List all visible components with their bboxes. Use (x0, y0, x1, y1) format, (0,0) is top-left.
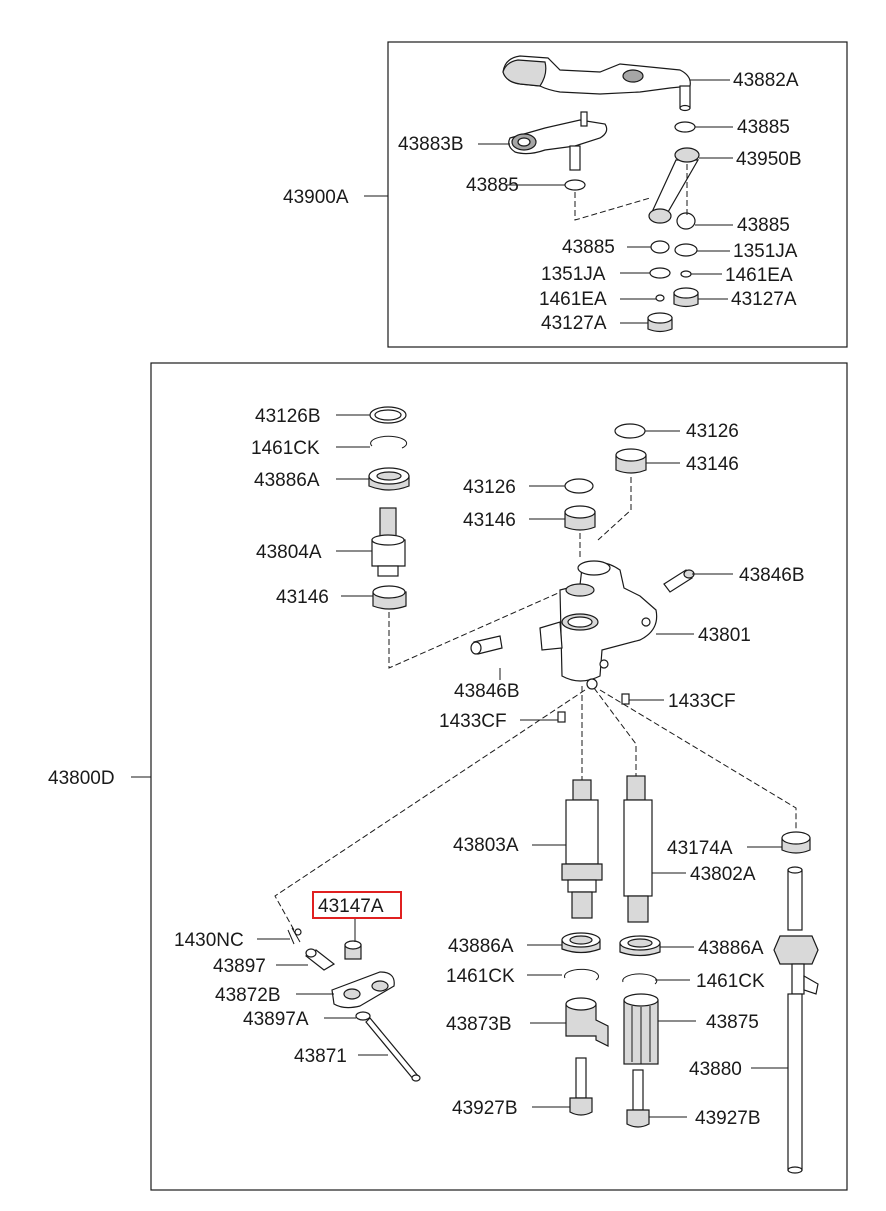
part-1430NC-cotter[interactable] (287, 927, 302, 945)
label-43800D[interactable]: 43800D (48, 768, 115, 789)
part-43802A-shaft[interactable] (623, 775, 653, 923)
label-43126-center[interactable]: 43126 (463, 477, 516, 498)
label-43880[interactable]: 43880 (689, 1059, 742, 1080)
label-43886A-top[interactable]: 43886A (254, 470, 320, 491)
label-43871[interactable]: 43871 (294, 1046, 347, 1067)
part-1461CK-circlip-left[interactable] (564, 968, 599, 981)
label-43885-d[interactable]: 43885 (562, 237, 615, 258)
part-43897A-washer[interactable] (355, 1011, 371, 1021)
label-43147A[interactable]: 43147A (318, 896, 384, 917)
part-washers-top[interactable] (564, 121, 698, 302)
label-1351JA-left[interactable]: 1351JA (541, 264, 606, 285)
part-43126-ring-center[interactable] (564, 478, 594, 494)
part-43846B-pin-left[interactable] (470, 635, 503, 655)
part-43883B-lever[interactable] (508, 111, 608, 171)
part-43886A-seal-top[interactable] (368, 467, 410, 491)
label-43950B[interactable]: 43950B (736, 149, 802, 170)
label-1461CK-top[interactable]: 1461CK (251, 438, 320, 459)
label-43846B-right[interactable]: 43846B (739, 565, 805, 586)
label-43872B[interactable]: 43872B (215, 985, 281, 1006)
label-43897A[interactable]: 43897A (243, 1009, 309, 1030)
label-43885-c[interactable]: 43885 (737, 215, 790, 236)
part-43875-gear[interactable] (623, 993, 659, 1065)
part-43872B-lever[interactable] (331, 971, 395, 1009)
part-43882A-lever[interactable] (502, 55, 691, 112)
part-43146-bearing-right[interactable] (615, 448, 647, 474)
label-43882A[interactable]: 43882A (733, 70, 799, 91)
part-43127A-bushings[interactable] (647, 287, 699, 333)
label-43886A-right[interactable]: 43886A (698, 938, 764, 959)
label-43897[interactable]: 43897 (213, 956, 266, 977)
label-43146-left[interactable]: 43146 (276, 587, 329, 608)
part-43804A-gear-shaft[interactable] (371, 507, 406, 577)
part-43846B-pin-right[interactable] (663, 569, 695, 593)
part-43873B-gear[interactable] (565, 997, 609, 1047)
part-43927B-bolt-left[interactable] (569, 1057, 593, 1116)
label-43875[interactable]: 43875 (706, 1012, 759, 1033)
label-43174A[interactable]: 43174A (667, 838, 733, 859)
part-1461CK-circlip-right[interactable] (622, 973, 658, 985)
label-1461EA-right[interactable]: 1461EA (725, 265, 793, 286)
assembly-frame-top (387, 41, 848, 348)
label-43885-b[interactable]: 43885 (466, 175, 519, 196)
part-43886A-seal-left[interactable] (561, 932, 601, 954)
label-1433CF-left[interactable]: 1433CF (439, 711, 507, 732)
part-43803A-shaft[interactable] (561, 779, 603, 919)
part-43126-ring-right[interactable] (614, 423, 646, 439)
part-43801-housing[interactable] (539, 560, 658, 690)
part-43174A-bearing[interactable] (781, 831, 811, 854)
part-43147A-roller[interactable] (344, 940, 362, 960)
leader-lines (131, 79, 788, 1118)
label-43126B[interactable]: 43126B (255, 406, 321, 427)
label-1430NC[interactable]: 1430NC (174, 930, 244, 951)
label-43803A[interactable]: 43803A (453, 835, 519, 856)
label-43873B[interactable]: 43873B (446, 1014, 512, 1035)
label-43146-center[interactable]: 43146 (463, 510, 516, 531)
label-43900A[interactable]: 43900A (283, 187, 349, 208)
label-1461CK-left[interactable]: 1461CK (446, 966, 515, 987)
part-43886A-seal-right[interactable] (619, 935, 661, 957)
part-43927B-bolt-right[interactable] (626, 1069, 650, 1128)
part-43146-bearing-center[interactable] (564, 505, 596, 531)
label-1461CK-right[interactable]: 1461CK (696, 971, 765, 992)
part-43126B-ring[interactable] (369, 406, 407, 424)
label-43127A-left[interactable]: 43127A (541, 313, 607, 334)
label-43927B-left[interactable]: 43927B (452, 1098, 518, 1119)
part-labels: 43882A 43885 43883B 43950B 43885 43900A … (48, 70, 805, 1129)
label-43846B-left[interactable]: 43846B (454, 681, 520, 702)
part-1461CK-circlip-top[interactable] (370, 435, 408, 449)
label-1433CF-right[interactable]: 1433CF (668, 691, 736, 712)
label-43127A-right[interactable]: 43127A (731, 289, 797, 310)
label-43146-right[interactable]: 43146 (686, 454, 739, 475)
label-43801[interactable]: 43801 (698, 625, 751, 646)
label-43927B-right[interactable]: 43927B (695, 1108, 761, 1129)
part-43871-pin[interactable] (365, 1017, 421, 1082)
part-43950B-link[interactable] (648, 147, 700, 224)
label-43886A-left[interactable]: 43886A (448, 936, 514, 957)
label-43885-a[interactable]: 43885 (737, 117, 790, 138)
label-1351JA-right[interactable]: 1351JA (733, 241, 798, 262)
label-1461EA-left[interactable]: 1461EA (539, 289, 607, 310)
part-43880-shift-rod[interactable] (773, 866, 819, 1174)
highlight-box-43147A (312, 891, 402, 919)
label-43883B[interactable]: 43883B (398, 134, 464, 155)
label-43802A[interactable]: 43802A (690, 864, 756, 885)
label-43804A[interactable]: 43804A (256, 542, 322, 563)
part-43146-bearing-left[interactable] (372, 585, 407, 610)
part-43897-pin[interactable] (304, 948, 336, 971)
part-1433CF-plugs[interactable] (557, 693, 630, 723)
label-43126-right[interactable]: 43126 (686, 421, 739, 442)
